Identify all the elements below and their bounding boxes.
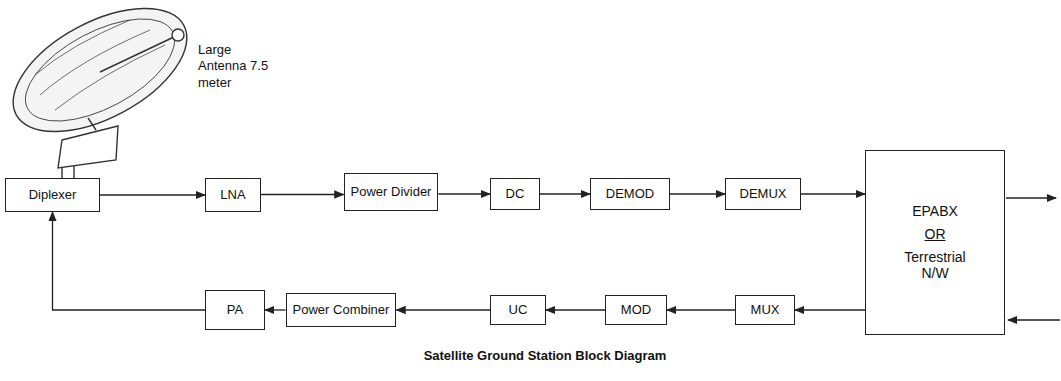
diagram-caption: Satellite Ground Station Block Diagram — [424, 348, 667, 363]
box-text: EPABX — [912, 203, 958, 220]
box-text: LNA — [220, 187, 245, 203]
process-box: DC — [490, 178, 540, 210]
signal-arrow — [670, 193, 725, 194]
box-text: DEMOD — [606, 186, 654, 202]
signal-arrow — [265, 309, 286, 310]
box-text: MUX — [751, 302, 780, 318]
process-box: Diplexer — [5, 178, 100, 212]
process-box: DEMOD — [590, 178, 670, 210]
process-box: Power Divider — [344, 173, 439, 211]
process-box: LNA — [205, 178, 261, 212]
box-text: UC — [509, 302, 528, 318]
box-text: DC — [506, 186, 525, 202]
process-box: MUX — [735, 295, 795, 325]
box-text: Terrestrial N/W — [890, 249, 980, 283]
antenna-dish — [0, 0, 206, 178]
signal-arrow — [795, 309, 865, 310]
box-text: Diplexer — [29, 187, 77, 203]
process-box: DEMUX — [725, 178, 801, 210]
signal-arrow — [801, 193, 865, 194]
box-text: Power Divider — [351, 184, 432, 200]
signal-arrow — [540, 193, 590, 194]
process-box: UC — [490, 295, 546, 325]
signal-arrow — [261, 194, 344, 195]
process-box: MOD — [605, 295, 667, 325]
box-text: PA — [227, 302, 243, 318]
process-box: PA — [205, 290, 265, 330]
signal-arrow — [546, 309, 605, 310]
box-text: OR — [925, 226, 946, 243]
network-box: EPABX OR Terrestrial N/W — [865, 150, 1005, 335]
box-text: Power Combiner — [293, 302, 390, 318]
box-text: DEMUX — [740, 186, 787, 202]
antenna-label: Large Antenna 7.5 meter — [198, 42, 278, 91]
output-arrow — [1006, 197, 1056, 198]
process-box: Power Combiner — [286, 293, 397, 327]
input-arrow — [1008, 319, 1060, 320]
signal-arrow — [100, 194, 205, 195]
signal-arrow — [53, 212, 206, 310]
signal-arrow — [396, 309, 490, 310]
box-text: MOD — [621, 302, 651, 318]
signal-arrow — [438, 193, 490, 194]
signal-arrow — [667, 309, 735, 310]
